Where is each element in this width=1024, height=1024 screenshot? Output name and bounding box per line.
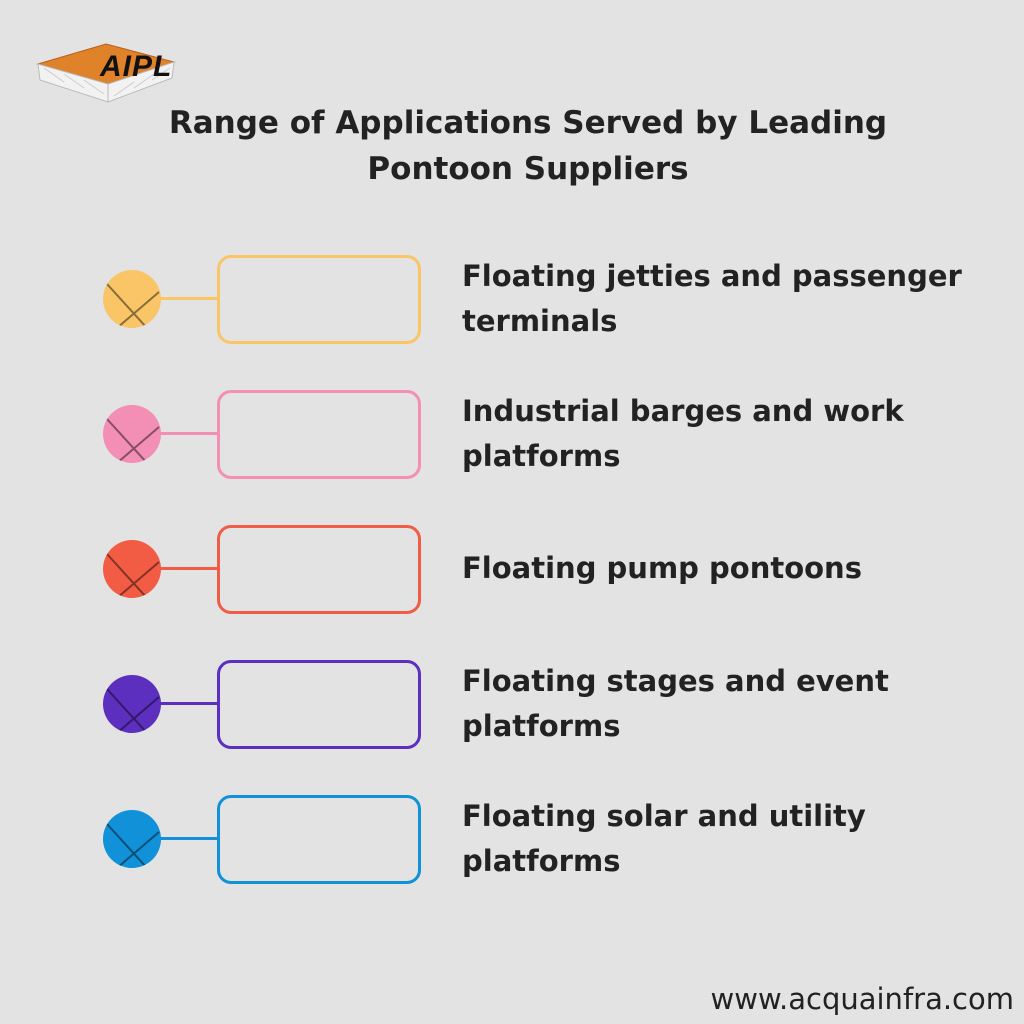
application-item: Industrial barges and work platforms: [0, 389, 1024, 479]
connector-line: [160, 837, 218, 840]
connector-line: [160, 702, 218, 705]
application-item: Floating solar and utility platforms: [0, 794, 1024, 884]
connector-line: [160, 432, 218, 435]
item-box: [217, 660, 421, 749]
page-title: Range of Applications Served by Leading …: [168, 105, 888, 187]
item-box: [217, 795, 421, 884]
item-label: Industrial barges and work platforms: [462, 394, 904, 473]
item-box: [217, 525, 421, 614]
application-item: Floating stages and event platforms: [0, 659, 1024, 749]
logo-text: AIPL: [100, 50, 173, 83]
crossed-circle-icon: [103, 540, 161, 598]
aipl-logo: AIPL: [34, 26, 176, 104]
crossed-circle-icon: [103, 405, 161, 463]
item-label: Floating stages and event platforms: [462, 664, 889, 743]
item-label: Floating jetties and passenger terminals: [462, 259, 962, 338]
item-label: Floating pump pontoons: [462, 551, 862, 585]
connector-line: [160, 567, 218, 570]
crossed-circle-icon: [103, 675, 161, 733]
item-box: [217, 255, 421, 344]
website-url[interactable]: www.acquainfra.com: [710, 982, 1014, 1016]
crossed-circle-icon: [103, 270, 161, 328]
crossed-circle-icon: [103, 810, 161, 868]
application-item: Floating pump pontoons: [0, 524, 1024, 614]
connector-line: [160, 297, 218, 300]
application-item: Floating jetties and passenger terminals: [0, 254, 1024, 344]
item-box: [217, 390, 421, 479]
item-label: Floating solar and utility platforms: [462, 799, 866, 878]
